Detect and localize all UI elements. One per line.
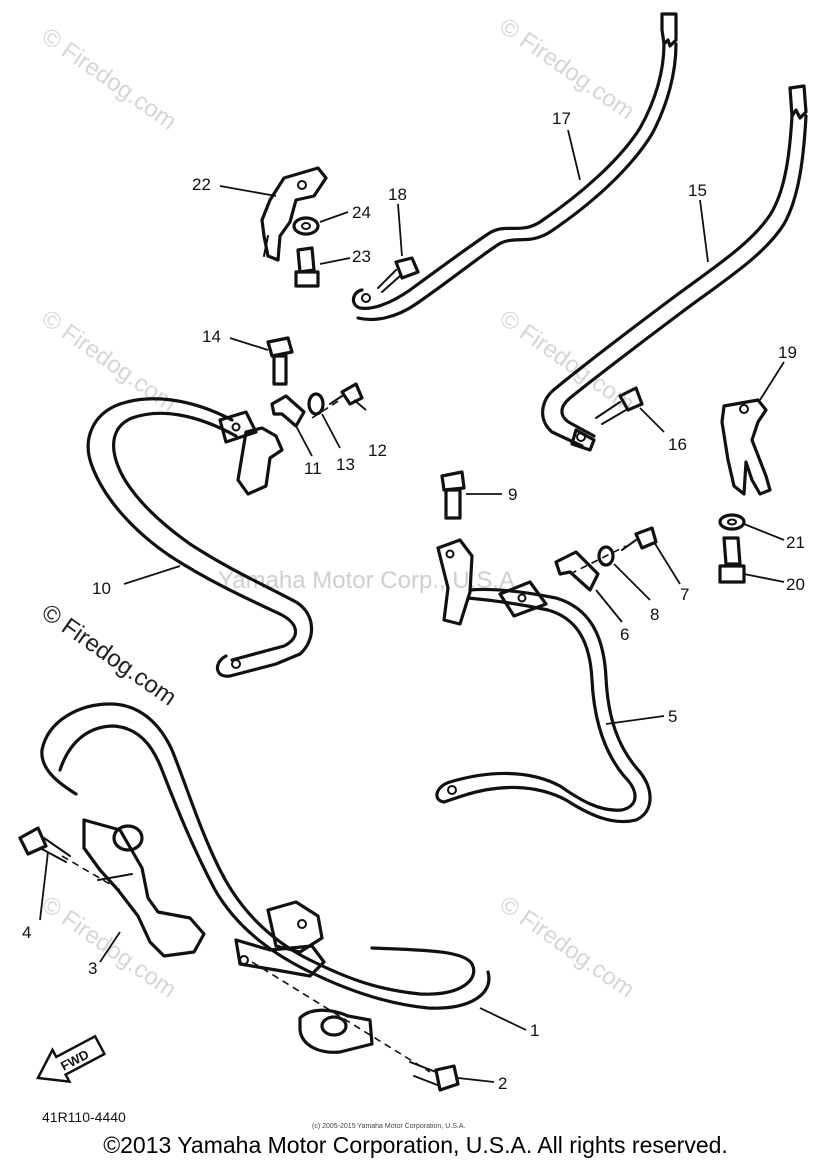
part-9-bolt — [440, 470, 466, 520]
part-7-screw — [621, 526, 658, 551]
callout-2: 2 — [498, 1074, 507, 1093]
callout-numbers: 1 2 3 4 5 6 7 8 9 10 11 12 13 14 15 16 1… — [22, 109, 805, 1093]
part-17-bar — [351, 12, 678, 322]
callout-1: 1 — [530, 1021, 539, 1040]
callout-24: 24 — [352, 203, 371, 222]
callout-14: 14 — [202, 327, 221, 346]
callout-4: 4 — [22, 923, 31, 942]
part-4-bolt — [18, 826, 71, 863]
copyright-notice: ©2013 Yamaha Motor Corporation, U.S.A. A… — [103, 1132, 728, 1158]
part-3-bracket — [82, 818, 206, 958]
callout-22: 22 — [192, 175, 211, 194]
part-8-washer — [597, 545, 615, 567]
part-14-bolt — [266, 336, 294, 386]
watermark-lower-left-dark: © Firedog.com — [37, 599, 182, 712]
small-copyright: (c) 2005-2015 Yamaha Motor Corporation, … — [312, 1123, 465, 1130]
assembly-lines — [61, 399, 627, 1073]
part-11-clamp — [270, 394, 306, 428]
part-23-bolt — [294, 246, 320, 288]
watermark-bottom-right: © Firedog.com — [495, 891, 640, 1004]
part-24-washer — [292, 216, 320, 236]
part-10-guard — [86, 397, 314, 678]
part-22-bracket — [260, 166, 328, 262]
part-13-washer — [307, 392, 325, 416]
callout-8: 8 — [650, 605, 659, 624]
part-1-guard — [40, 702, 491, 1054]
part-12-screw — [329, 382, 364, 406]
callout-15: 15 — [688, 181, 707, 200]
leader-lines — [39, 129, 785, 1083]
callout-3: 3 — [88, 959, 97, 978]
callout-9: 9 — [508, 485, 517, 504]
part-6-clamp — [554, 550, 600, 592]
callout-18: 18 — [388, 185, 407, 204]
part-18-bolt — [377, 256, 420, 293]
callout-7: 7 — [680, 585, 689, 604]
part-20-bolt — [718, 536, 746, 584]
callout-19: 19 — [778, 343, 797, 362]
callout-17: 17 — [552, 109, 571, 128]
part-19-bracket — [720, 398, 772, 496]
part-16-bolt — [595, 386, 644, 425]
callout-5: 5 — [668, 707, 677, 726]
part-21-washer — [718, 513, 746, 531]
part-2-bolt — [409, 1061, 460, 1092]
callout-12: 12 — [368, 441, 387, 460]
callout-21: 21 — [786, 533, 805, 552]
part-5-guard — [435, 538, 652, 824]
watermarks: © Firedog.com © Firedog.com © Firedog.co… — [37, 13, 640, 1004]
callout-23: 23 — [352, 247, 371, 266]
part-15-bar — [541, 84, 808, 452]
callout-6: 6 — [620, 625, 629, 644]
callout-20: 20 — [786, 575, 805, 594]
fwd-arrow-icon: FWD — [36, 1034, 107, 1084]
diagram-code: 41R110-4440 — [42, 1109, 126, 1125]
watermark-top-left: © Firedog.com — [37, 23, 182, 136]
callout-13: 13 — [336, 455, 355, 474]
callout-16: 16 — [668, 435, 687, 454]
callout-11: 11 — [304, 459, 322, 478]
callout-10: 10 — [92, 579, 111, 598]
